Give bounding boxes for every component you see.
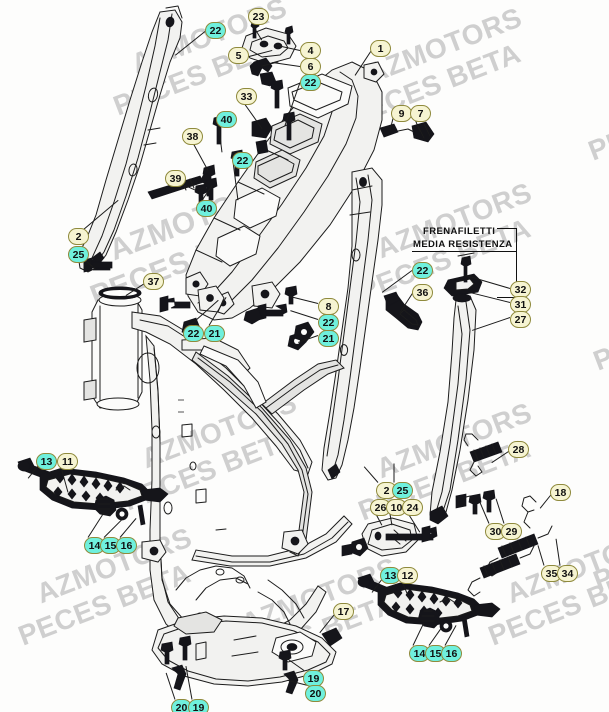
upper-hardware-group (83, 19, 297, 273)
callout-11[interactable]: 11 (57, 453, 78, 470)
leader-line (252, 25, 263, 41)
leader-line (495, 498, 505, 524)
callout-40[interactable]: 40 (196, 200, 217, 217)
leader-line (119, 518, 137, 538)
o-ring-seal (98, 286, 142, 300)
callout-22[interactable]: 22 (300, 74, 321, 91)
callout-33[interactable]: 33 (236, 88, 257, 105)
callout-29[interactable]: 29 (501, 523, 522, 540)
callout-28[interactable]: 28 (508, 441, 529, 458)
side-stand (429, 252, 483, 525)
callout-1[interactable]: 1 (370, 40, 391, 57)
callout-6[interactable]: 6 (300, 58, 321, 75)
leader-line (286, 658, 305, 671)
callout-21[interactable]: 21 (204, 325, 225, 342)
leader-line (479, 502, 490, 524)
leader-line (444, 625, 457, 646)
cable-guide-group (379, 121, 435, 143)
leader-line (201, 185, 213, 201)
footrest-right-assembly (357, 573, 501, 638)
callout-24[interactable]: 24 (402, 499, 423, 516)
callout-12[interactable]: 12 (397, 567, 418, 584)
callout-22[interactable]: 22 (183, 325, 204, 342)
leader-line (412, 622, 425, 646)
callout-23[interactable]: 23 (248, 8, 269, 25)
callout-8[interactable]: 8 (318, 298, 339, 315)
leader-line (537, 545, 545, 566)
callout-4[interactable]: 4 (300, 42, 321, 59)
leader-line (174, 31, 206, 56)
callout-13[interactable]: 13 (36, 453, 57, 470)
callout-27[interactable]: 27 (510, 311, 531, 328)
leader-line (393, 463, 395, 483)
leader-line (284, 82, 301, 126)
leader-line (79, 200, 119, 233)
callout-22[interactable]: 22 (318, 314, 339, 331)
leader-line (289, 296, 319, 304)
callout-39[interactable]: 39 (165, 170, 186, 187)
callout-25[interactable]: 25 (392, 482, 413, 499)
note-underline (412, 251, 517, 252)
callout-16[interactable]: 16 (441, 645, 462, 662)
callout-20[interactable]: 20 (305, 685, 326, 702)
callout-7[interactable]: 7 (410, 105, 431, 122)
callout-19[interactable]: 19 (188, 699, 209, 712)
brake-link-group (341, 517, 438, 557)
leader-line (297, 335, 319, 343)
subframe-main-rail (185, 61, 385, 321)
callout-36[interactable]: 36 (412, 284, 433, 301)
leader-line (363, 466, 379, 483)
callout-17[interactable]: 17 (333, 603, 354, 620)
leader-line (276, 45, 301, 51)
leader-line (399, 292, 414, 313)
leader-line (189, 300, 219, 326)
misc-hardware (243, 307, 315, 343)
callout-37[interactable]: 37 (143, 273, 164, 290)
leader-line (555, 538, 561, 566)
leader-line (208, 297, 227, 326)
callout-22[interactable]: 22 (232, 152, 253, 169)
note-frenafiletti-line2: MEDIA RESISTENZA (413, 239, 513, 250)
leader-line (103, 519, 123, 538)
leader-line (185, 666, 193, 700)
callout-2[interactable]: 2 (68, 228, 89, 245)
callout-25[interactable]: 25 (68, 246, 89, 263)
callout-40[interactable]: 40 (216, 111, 237, 128)
leader-line (354, 49, 373, 76)
callout-22[interactable]: 22 (412, 262, 433, 279)
springs-group (455, 433, 553, 597)
callout-5[interactable]: 5 (228, 47, 249, 64)
leader-line (165, 672, 176, 700)
leader-line (271, 62, 301, 67)
leader-line (289, 310, 319, 320)
callout-22[interactable]: 22 (205, 22, 226, 39)
callout-21[interactable]: 21 (318, 330, 339, 347)
callout-16[interactable]: 16 (116, 537, 137, 554)
callout-18[interactable]: 18 (550, 484, 571, 501)
note-frenafiletti-line1: FRENAFILETTI (423, 226, 496, 237)
callout-38[interactable]: 38 (182, 128, 203, 145)
leader-line (428, 628, 442, 646)
leader-line (87, 512, 105, 538)
leader-line (381, 270, 413, 293)
callout-9[interactable]: 9 (391, 105, 412, 122)
subframe-side-panel-left (77, 5, 183, 273)
callout-34[interactable]: 34 (557, 565, 578, 582)
leader-line (471, 317, 511, 331)
leader-line (248, 50, 273, 57)
